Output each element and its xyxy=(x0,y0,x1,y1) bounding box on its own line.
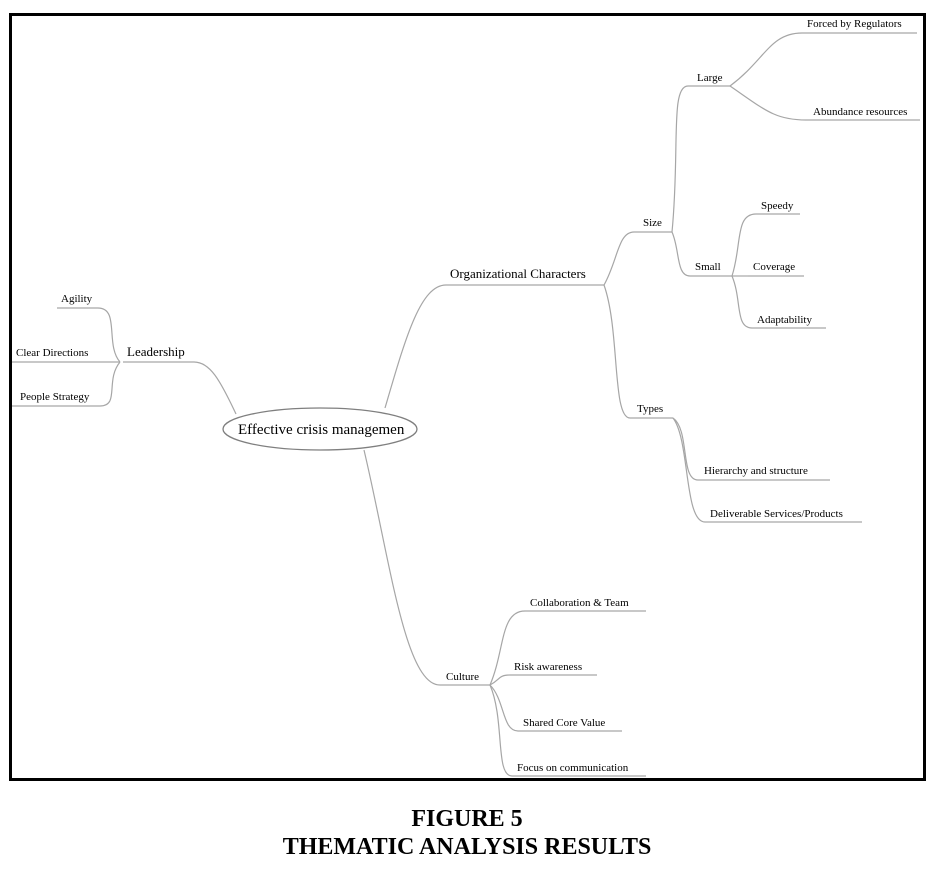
node-size: Size xyxy=(643,217,662,229)
edge-culture-risk xyxy=(489,674,511,686)
edge-leadership-agility xyxy=(97,307,121,363)
node-adaptability: Adaptability xyxy=(757,314,812,326)
root-node-ellipse xyxy=(222,407,418,451)
edge-types-deliverable xyxy=(672,417,706,523)
node-deliverable-services: Deliverable Services/Products xyxy=(710,508,843,520)
edge-org-types xyxy=(603,284,631,419)
edge-leadership-people-strategy xyxy=(99,361,121,407)
node-culture: Culture xyxy=(446,671,479,683)
figure-title: THEMATIC ANALYSIS RESULTS xyxy=(282,834,652,860)
node-collaboration-team: Collaboration & Team xyxy=(530,597,629,609)
edge-culture-shared xyxy=(489,684,519,732)
edge-root-leadership xyxy=(193,361,237,415)
label-underlines xyxy=(12,32,920,777)
node-large: Large xyxy=(697,72,723,84)
edge-types-hierarchy xyxy=(672,417,699,481)
edge-root-culture xyxy=(363,449,441,686)
node-abundance-resources: Abundance resources xyxy=(813,106,907,118)
figure-number: FIGURE 5 xyxy=(411,806,523,832)
edge-org-size xyxy=(603,231,635,286)
figure-frame xyxy=(9,13,926,781)
node-speedy: Speedy xyxy=(761,200,794,212)
node-types: Types xyxy=(637,403,663,415)
edge-culture-collab xyxy=(489,610,526,686)
node-shared-core-value: Shared Core Value xyxy=(523,717,605,729)
edge-root-organizational xyxy=(384,284,447,409)
edge-large-forced xyxy=(729,32,803,87)
node-agility: Agility xyxy=(61,293,93,305)
node-risk-awareness: Risk awareness xyxy=(514,661,582,673)
edge-large-abundance xyxy=(729,85,807,121)
edge-small-adaptability xyxy=(731,275,753,329)
edge-culture-focus xyxy=(489,684,513,777)
edge-small-speedy xyxy=(731,213,757,277)
node-hierarchy-and-structure: Hierarchy and structure xyxy=(704,465,808,477)
edge-size-large xyxy=(671,85,689,233)
connectors xyxy=(97,32,807,777)
node-people-strategy: People Strategy xyxy=(20,391,90,403)
node-leadership: Leadership xyxy=(127,344,185,359)
root-node-label: Effective crisis managemen xyxy=(238,422,405,438)
node-clear-directions: Clear Directions xyxy=(16,347,88,359)
node-organizational-characters: Organizational Characters xyxy=(450,266,586,281)
node-coverage: Coverage xyxy=(753,261,795,273)
node-forced-by-regulators: Forced by Regulators xyxy=(807,18,902,30)
edge-size-small xyxy=(671,231,691,277)
node-small: Small xyxy=(695,261,721,273)
node-focus-on-communication: Focus on communication xyxy=(517,762,629,774)
